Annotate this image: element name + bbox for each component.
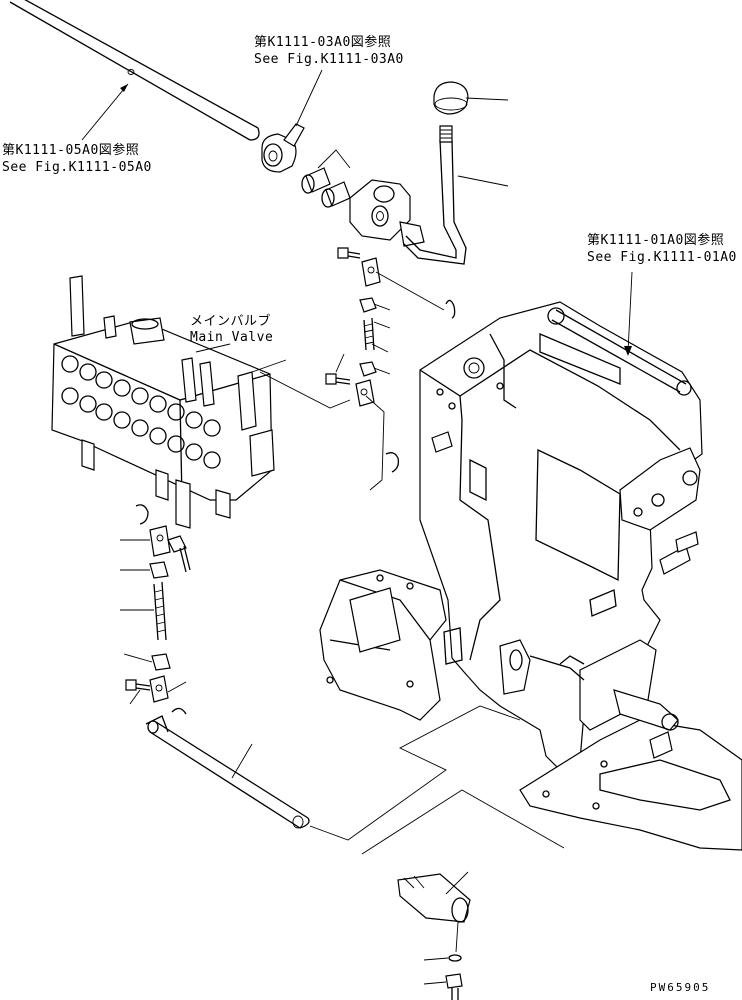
connector-rod-frame xyxy=(309,705,521,841)
ref-label-01a0-en: See Fig.K1111-01A0 xyxy=(587,250,737,265)
main-valve xyxy=(51,275,287,529)
upper-shaft xyxy=(9,0,260,141)
lower-rod xyxy=(145,715,310,829)
main-valve-label-en: Main Valve xyxy=(190,330,274,345)
ref-label-05a0-jp: 第K1111-05A0図参照 xyxy=(2,143,140,158)
ref-label-03a0-jp: 第K1111-03A0図参照 xyxy=(254,35,392,50)
lever-bracket xyxy=(261,69,323,173)
valve-linkage-parts xyxy=(120,504,191,715)
leader-main-valve-linkage xyxy=(259,371,351,409)
control-lever xyxy=(403,125,509,265)
bushings xyxy=(301,149,351,208)
lever-knob xyxy=(433,81,509,115)
drawing-code: PW65905 xyxy=(650,981,711,994)
ref-label-05a0-en: See Fig.K1111-05A0 xyxy=(2,160,152,175)
ref-label-03a0-en: See Fig.K1111-03A0 xyxy=(254,52,404,67)
lever-holder xyxy=(349,179,425,247)
linkage-small-parts xyxy=(325,247,456,491)
leader-05a0 xyxy=(81,83,129,141)
operator-frame xyxy=(319,271,742,851)
main-valve-label-jp: メインバルブ xyxy=(190,314,272,329)
ref-label-01a0-jp: 第K1111-01A0図参照 xyxy=(587,233,725,248)
pedal-pivot xyxy=(361,789,565,1000)
